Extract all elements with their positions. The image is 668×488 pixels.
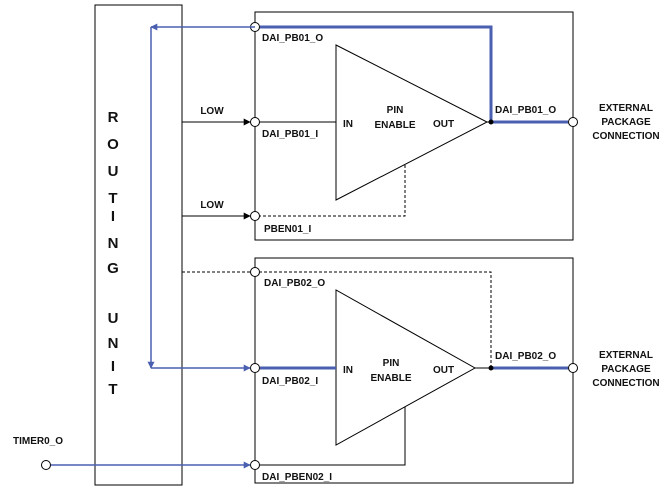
- block1-output-path: [260, 25, 493, 122]
- block2-buffer-label-pin: PIN: [383, 358, 400, 369]
- block1-buffer-label-pin: PIN: [387, 105, 404, 116]
- block2-junction-dot: [488, 365, 494, 371]
- pin-buffer-block-2: DAI_PB02_O DAI_PB02_I DAI_PBEN02_I DAI_P…: [250, 257, 660, 484]
- block1-input-signal-label: DAI_PB01_I: [262, 129, 318, 140]
- block2-external-label-2: PACKAGE: [601, 364, 651, 375]
- block1-enable-signal-label: PBEN01_I: [264, 224, 311, 235]
- block2-input-signal-label: DAI_PB02_I: [262, 376, 318, 387]
- block1-enable-port: [250, 211, 260, 221]
- block2-output-signal-label: DAI_PB02_O: [264, 278, 325, 289]
- block2-enable-wire: [260, 407, 406, 466]
- block2-enable-signal-label: DAI_PBEN02_I: [262, 472, 332, 483]
- block2-buffer-in-label: IN: [343, 365, 353, 376]
- block2-buffer-label-enable: ENABLE: [370, 373, 411, 384]
- block1-enable-dashed: [260, 165, 406, 217]
- block2-external-label-3: CONNECTION: [592, 378, 659, 389]
- block1-external-label-3: CONNECTION: [592, 131, 659, 142]
- routing-letter: N: [108, 335, 119, 352]
- block2-pin-signal-label: DAI_PB02_O: [495, 351, 556, 362]
- block2-enable-port: [250, 460, 260, 470]
- block1-external-label-1: EXTERNAL: [599, 103, 653, 114]
- block2-buffer-out-label: OUT: [433, 365, 454, 376]
- block1-external-pin: [568, 117, 578, 127]
- routing-letter: R: [108, 109, 119, 126]
- block2-input-port: [250, 363, 260, 373]
- routing-unit-label: R O U T I N G U N I T: [107, 109, 119, 398]
- routing-letter: G: [107, 260, 119, 277]
- low-label-in: LOW: [200, 106, 224, 117]
- routing-letter: T: [108, 381, 117, 398]
- routing-letter: N: [108, 235, 119, 252]
- block1-buffer-label-enable: ENABLE: [374, 120, 415, 131]
- routing-letter: U: [108, 163, 119, 180]
- block2-box: [254, 257, 574, 484]
- routing-letter: I: [111, 358, 115, 375]
- block2-output-dashed: [260, 271, 492, 368]
- routing-letter: U: [108, 310, 119, 327]
- block2-external-label-1: EXTERNAL: [599, 350, 653, 361]
- low-label-enable: LOW: [200, 200, 224, 211]
- block1-input-port: [250, 117, 260, 127]
- timer-label: TIMER0_O: [13, 436, 63, 447]
- routing-letter: I: [111, 208, 115, 225]
- timer-port: [41, 460, 51, 470]
- block1-junction-dot: [488, 119, 494, 125]
- routing-letter: T: [108, 190, 117, 207]
- block1-pin-signal-label: DAI_PB01_O: [495, 105, 556, 116]
- pin-buffer-block-1: DAI_PB01_O DAI_PB01_I PBEN01_I DAI_PB01_…: [250, 11, 660, 241]
- block2-output-port: [250, 267, 260, 277]
- block1-external-label-2: PACKAGE: [601, 117, 651, 128]
- block1-output-signal-label: DAI_PB01_O: [262, 33, 323, 44]
- block1-buffer-out-label: OUT: [433, 119, 454, 130]
- routing-letter: O: [107, 136, 119, 153]
- block2-external-pin: [568, 363, 578, 373]
- block1-buffer-in-label: IN: [343, 119, 353, 130]
- routing-unit-box: [94, 4, 183, 486]
- routing-connections: LOW LOW TIMER0_O: [13, 23, 255, 470]
